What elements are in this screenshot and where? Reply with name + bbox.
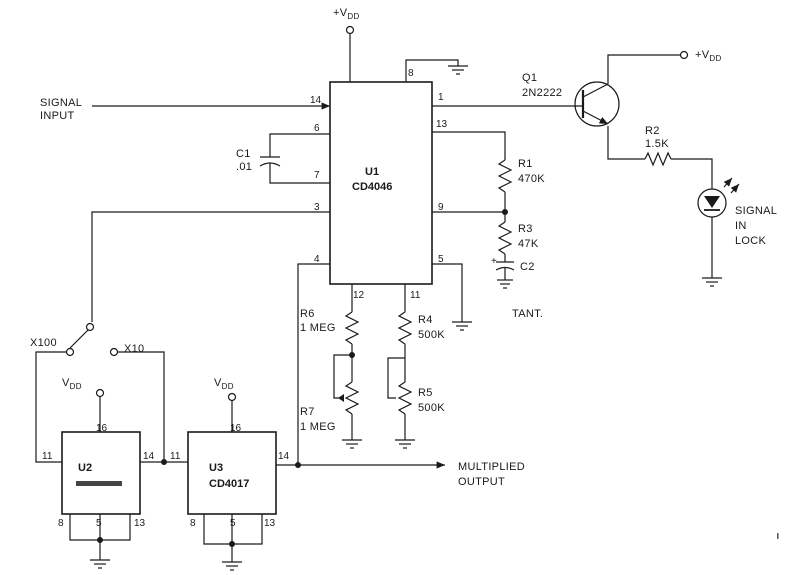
r3-resistor: R3 47K	[497, 214, 539, 262]
r7-potentiometer: R7 1 MEG	[300, 354, 362, 449]
u2-chip: U2 16 11 14 8 5 13 VDD	[42, 377, 184, 569]
c2-note: TANT.	[512, 308, 543, 320]
scan-artifact	[777, 533, 779, 539]
r5-value: 500K	[418, 402, 445, 414]
u2-pin-11: 11	[42, 451, 53, 462]
svg-text:+: +	[491, 256, 497, 267]
r5-ref: R5	[418, 387, 433, 399]
r4-value: 500K	[418, 329, 445, 341]
c1-capacitor: C1 .01	[236, 133, 330, 184]
c1-value: .01	[236, 161, 252, 173]
u2-pin-5: 5	[96, 518, 102, 529]
vdd-top-label: +VDD	[333, 7, 360, 21]
u1-pin8-ground	[405, 59, 468, 82]
lock-label-1: SIGNAL	[735, 205, 777, 217]
r4-resistor: R4 500K	[397, 284, 445, 355]
u3-pin-11: 11	[170, 451, 181, 462]
r2-value: 1.5K	[645, 138, 669, 150]
range-switch: X100 X10	[30, 322, 165, 463]
u1-pin-14: 14	[310, 95, 322, 106]
x100-label: X100	[30, 337, 57, 349]
junction-pin9	[502, 209, 508, 215]
r6-value: 1 MEG	[300, 322, 336, 334]
u2-pin-8: 8	[58, 518, 64, 529]
c1-ref: C1	[236, 148, 251, 160]
u1-part-number: CD4046	[352, 181, 392, 193]
u1-pin-13: 13	[436, 119, 448, 130]
u1-pin-4: 4	[314, 254, 320, 265]
c2-capacitor: + C2 TANT.	[491, 256, 543, 320]
u1-pin-8: 8	[408, 68, 414, 79]
u3-ref: U3	[209, 462, 223, 474]
u1-pin-1: 1	[438, 92, 444, 103]
mult-output-label-1: MULTIPLIED	[458, 461, 525, 473]
vdd-q1-label: +VDD	[695, 49, 722, 63]
u1-pin-9: 9	[438, 202, 444, 213]
vdd-u2-label: VDD	[62, 377, 82, 391]
r3-value: 47K	[518, 238, 539, 250]
r1-resistor: R1 470K	[432, 131, 545, 214]
r2-ref: R2	[645, 125, 660, 137]
u1-pin-12: 12	[353, 290, 365, 301]
u1-pin5-ground	[432, 263, 472, 331]
u1-pin-7: 7	[314, 170, 320, 181]
u1-ref: U1	[365, 166, 379, 178]
u2-pin-13: 13	[134, 518, 146, 529]
q1-part: 2N2222	[522, 87, 562, 99]
r6-ref: R6	[300, 308, 315, 320]
u1-pin-6: 6	[314, 123, 320, 134]
signal-input: SIGNAL INPUT	[40, 97, 330, 122]
multiplied-output: MULTIPLIED OUTPUT	[276, 263, 525, 488]
u3-pin-16: 16	[230, 423, 242, 434]
u1-chip: U1 CD4046 14 6 7 3 4 8 1 13 9 5 12 11	[310, 68, 448, 301]
q1-transistor: +VDD Q1 2N2222	[522, 49, 722, 127]
vdd-u3-label: VDD	[214, 377, 234, 391]
lock-label-2: IN	[735, 220, 747, 232]
u2-part-illegible	[76, 481, 122, 486]
u3-chip: U3 CD4017 16 11 14 8 5 13 VDD	[170, 377, 290, 571]
wire-pin3-feedback	[91, 211, 330, 322]
mult-output-label-2: OUTPUT	[458, 476, 505, 488]
r2-resistor: R2 1.5K	[607, 125, 713, 189]
r7-value: 1 MEG	[300, 421, 336, 433]
c2-ref: C2	[520, 261, 535, 273]
u2-pin-16: 16	[96, 423, 108, 434]
r5-potentiometer: R5 500K	[387, 355, 445, 449]
q1-ref: Q1	[522, 72, 537, 84]
lock-led: SIGNAL IN LOCK	[697, 177, 777, 287]
r1-value: 470K	[518, 173, 545, 185]
u1-pin-3: 3	[314, 202, 320, 213]
r1-ref: R1	[518, 158, 533, 170]
u2-ref: U2	[78, 462, 92, 474]
u1-pin-11: 11	[410, 290, 421, 301]
lock-label-3: LOCK	[735, 235, 767, 247]
u3-part-number: CD4017	[209, 478, 249, 490]
u3-pin-13: 13	[264, 518, 276, 529]
signal-input-label-1: SIGNAL	[40, 97, 82, 109]
u2-pin-14: 14	[143, 451, 155, 462]
u3-pin-8: 8	[190, 518, 196, 529]
u1-pin-5: 5	[438, 254, 444, 265]
x10-label: X10	[124, 343, 144, 355]
u3-pin-5: 5	[230, 518, 236, 529]
r3-ref: R3	[518, 223, 533, 235]
signal-input-label-2: INPUT	[40, 110, 75, 122]
r4-ref: R4	[418, 314, 433, 326]
u3-pin-14: 14	[278, 451, 290, 462]
vdd-top-terminal: +VDD	[333, 7, 360, 82]
r7-ref: R7	[300, 406, 315, 418]
r6-resistor: R6 1 MEG	[300, 284, 360, 358]
